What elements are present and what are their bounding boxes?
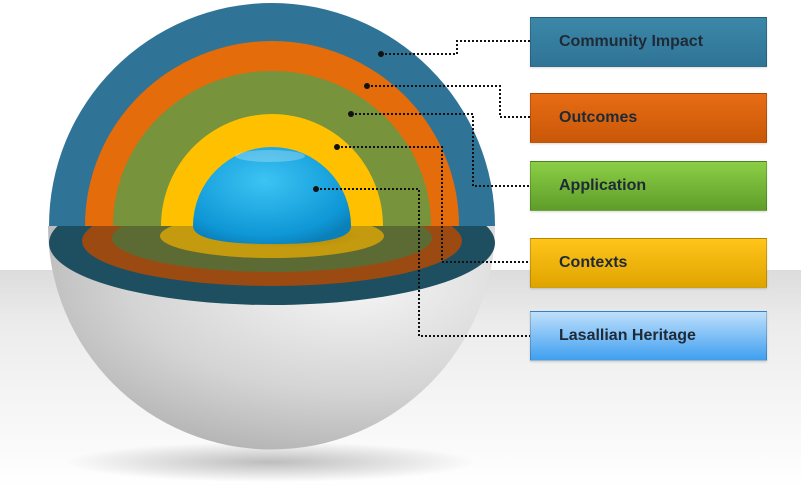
ground-shadow	[65, 442, 475, 482]
core-highlight	[235, 150, 305, 162]
leader-line-community-impact	[381, 40, 530, 55]
label-community-impact: Community Impact	[530, 17, 767, 67]
label-contexts: Contexts	[530, 238, 767, 288]
label-lasallian-heritage: Lasallian Heritage	[530, 311, 767, 361]
label-lasallian-heritage-text: Lasallian Heritage	[559, 327, 696, 344]
leader-dot-contexts	[334, 144, 340, 150]
leader-line-outcomes	[367, 85, 530, 118]
leader-dot-outcomes	[364, 83, 370, 89]
leader-line-contexts	[337, 146, 530, 263]
leader-dot-application	[348, 111, 354, 117]
leader-line-application	[351, 113, 530, 187]
leader-dot-community-impact	[378, 51, 384, 57]
label-application: Application	[530, 161, 767, 211]
label-outcomes: Outcomes	[530, 93, 767, 143]
label-community-impact-text: Community Impact	[559, 33, 704, 50]
leader-dot-heritage	[313, 186, 319, 192]
label-contexts-text: Contexts	[559, 254, 628, 271]
label-outcomes-text: Outcomes	[559, 109, 638, 126]
layer-lasallian-heritage	[193, 147, 352, 244]
label-application-text: Application	[559, 177, 647, 194]
leader-line-heritage	[316, 188, 530, 337]
